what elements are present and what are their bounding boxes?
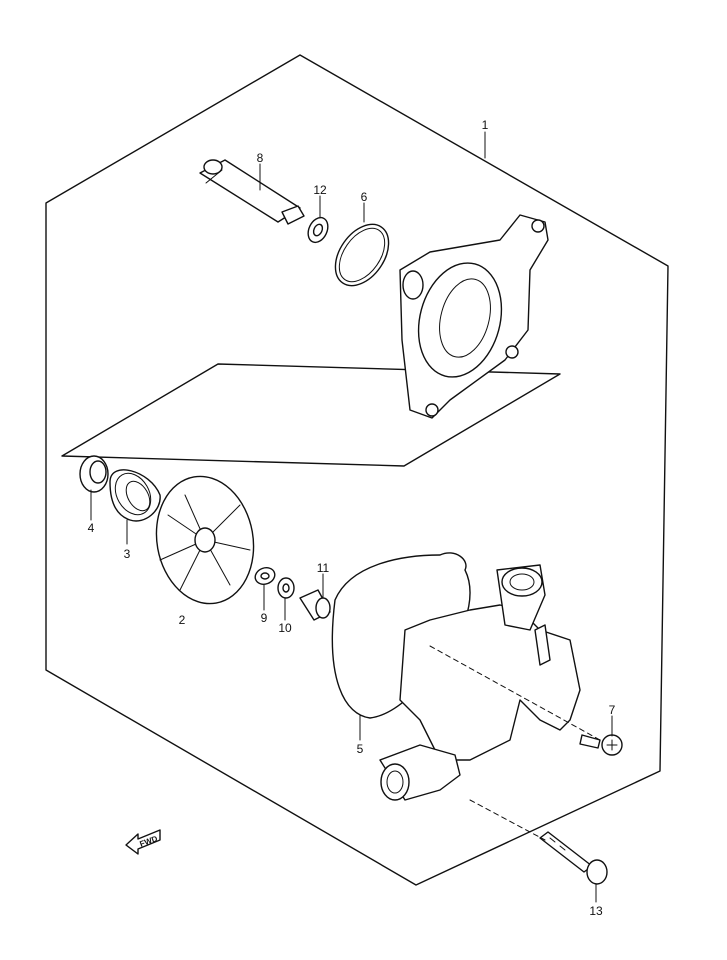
callout-8: 8 xyxy=(257,151,264,165)
pump-body-part[interactable] xyxy=(379,564,581,801)
callout-3: 3 xyxy=(124,547,131,561)
callout-7: 7 xyxy=(609,703,616,717)
callout-1: 1 xyxy=(482,118,489,132)
bolt-part-13[interactable] xyxy=(539,831,608,885)
washer-part-10[interactable] xyxy=(277,577,295,599)
washer-part-12[interactable] xyxy=(304,214,331,245)
callout-9: 9 xyxy=(261,611,268,625)
callout-12: 12 xyxy=(313,183,327,197)
washer-part-9[interactable] xyxy=(253,565,277,587)
mechanical-seal-part-3[interactable] xyxy=(108,467,161,522)
fwd-label: FWD xyxy=(139,834,159,849)
shaft-part[interactable] xyxy=(199,159,305,225)
callout-13: 13 xyxy=(589,904,603,918)
callout-10: 10 xyxy=(278,621,292,635)
callout-labels: 1 2 3 4 5 6 7 8 9 10 11 12 13 xyxy=(88,118,616,918)
subassembly-boundary xyxy=(61,363,561,467)
leader-lines xyxy=(90,131,613,903)
callout-4: 4 xyxy=(88,521,95,535)
callout-5: 5 xyxy=(357,742,364,756)
assembly-boundary xyxy=(45,54,669,886)
pump-cover-part[interactable] xyxy=(399,214,549,419)
callout-2: 2 xyxy=(179,613,186,627)
o-ring-part-6[interactable] xyxy=(324,215,399,296)
callout-11: 11 xyxy=(317,561,330,575)
callout-6: 6 xyxy=(361,190,368,204)
oil-seal-part-4[interactable] xyxy=(79,455,109,493)
screw-part-7[interactable] xyxy=(579,734,623,756)
bolt-part-11[interactable] xyxy=(299,589,331,621)
fwd-direction-marker: FWD xyxy=(125,829,161,855)
impeller-part-2[interactable] xyxy=(147,469,264,612)
